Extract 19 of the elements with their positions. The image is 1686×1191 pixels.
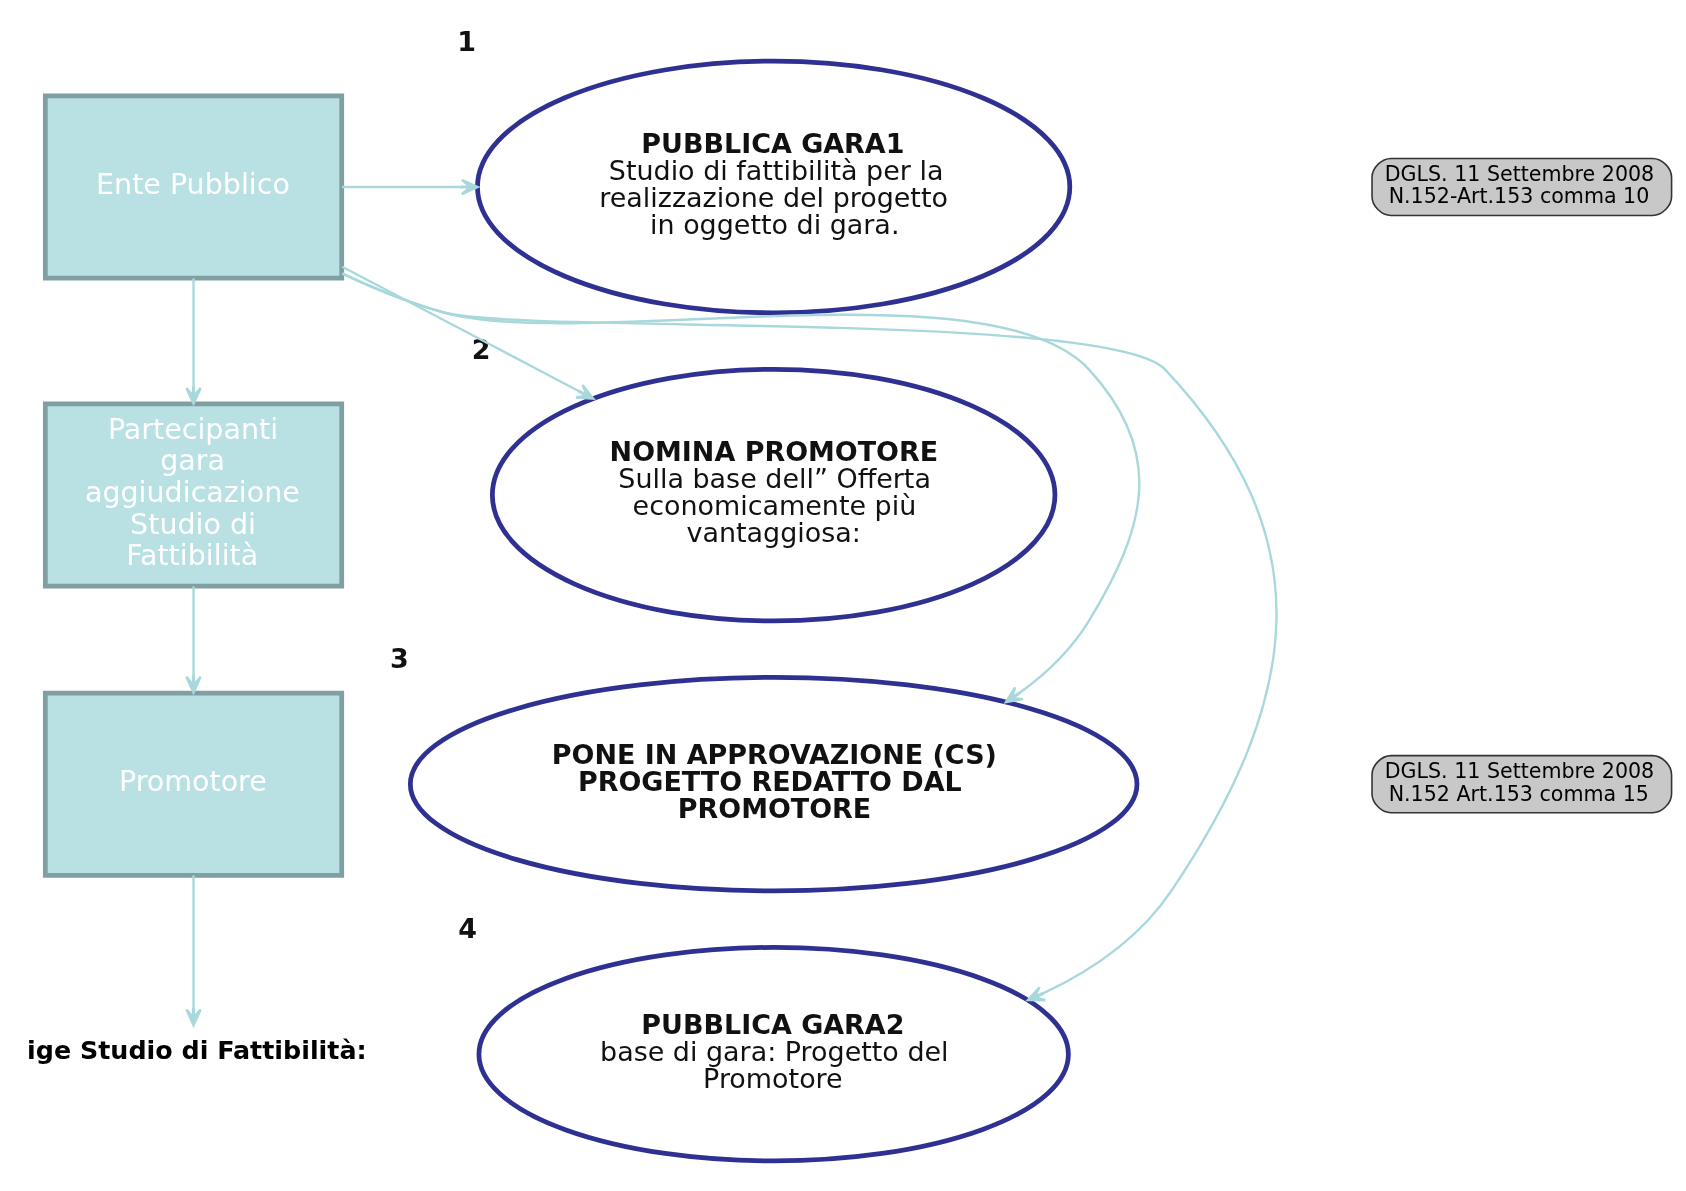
node-box: DGLS. 11 Settembre 2008 N.152 Art.153 comma 15 [1371,754,1673,813]
arrow [185,874,202,1026]
arrow [341,265,595,400]
arrow [341,272,1278,1001]
node-box: Ente Pubblico [42,92,345,280]
arrow [185,585,202,694]
node-ellipse: PONE IN APPROVAZIONE (CS) PROGETTO REDATTO DAL PROMOTORE [407,674,1140,893]
node-box: Promotore [42,690,345,878]
arrow [185,277,202,405]
node-box: DGLS. 11 Settembre 2008 N.152-Art.153 comma 10 [1371,157,1673,216]
node-label: 3 [389,642,409,674]
node-ellipse: PUBBLICA GARA2 base di gara: Progetto del Promotore [476,944,1071,1163]
node-box: Partecipanti gara aggiudicazione Studio di Fattibilità [42,401,345,589]
node-ellipse: NOMINA PROMOTORE Sulla base dell” Offerta economicamente più vantaggiosa: [489,366,1058,623]
node-ellipse: PUBBLICA GARA1 Studio di fattibilità per la realizzazione del progetto in oggetto di gara. [475,58,1073,315]
arrow [341,178,479,195]
node-label: 4 [458,912,478,944]
node-label: 1 [457,25,476,57]
node-text: ige Studio di Fattibilità: [27,1034,367,1065]
